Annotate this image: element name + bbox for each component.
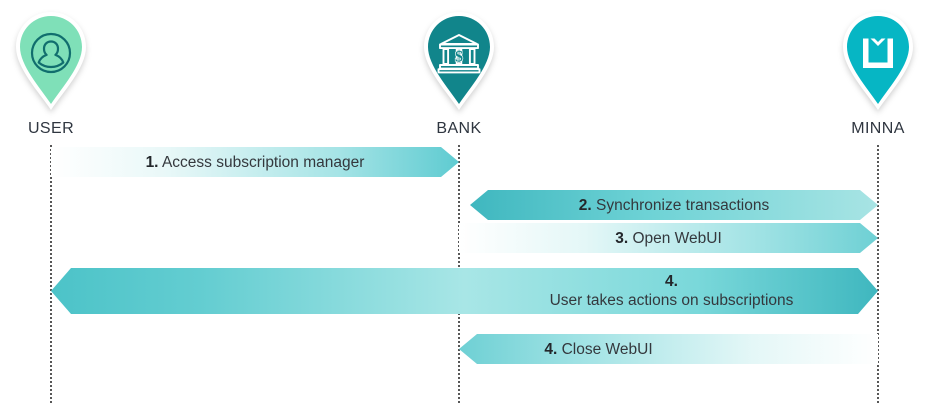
bank-icon: $ xyxy=(417,16,501,90)
pin-shape-bank xyxy=(424,12,494,110)
message-body-2: Synchronize transactions xyxy=(596,196,770,214)
arrow-shape-right xyxy=(51,147,459,177)
message-number-1: 1. xyxy=(145,153,159,171)
pin-shape-user xyxy=(16,12,86,110)
message-number-5: 4. xyxy=(544,340,558,358)
lifeline-user xyxy=(50,145,52,403)
pin-user xyxy=(9,10,93,114)
pin-shape-minna xyxy=(843,12,913,110)
crown-icon xyxy=(836,16,920,90)
pin-minna xyxy=(836,10,920,114)
message-arrow-4[interactable]: 4. User takes actions on subscriptions xyxy=(51,268,878,314)
svg-text:$: $ xyxy=(455,49,463,66)
person-icon xyxy=(9,16,93,90)
actor-user[interactable]: USER xyxy=(0,10,121,138)
message-number-4: 4. xyxy=(665,273,678,290)
message-body-5: Close WebUI xyxy=(561,340,653,358)
message-label-4: 4. User takes actions on subscriptions xyxy=(540,272,804,310)
message-label-2: 2. Synchronize transactions xyxy=(569,196,779,215)
actor-minna[interactable]: MINNA xyxy=(808,10,930,138)
arrow-shape-right xyxy=(459,223,878,253)
message-label-1: 1. Access subscription manager xyxy=(136,153,375,172)
arrow-shape-bidirectional xyxy=(51,268,878,314)
message-body-4: User takes actions on subscriptions xyxy=(549,292,794,309)
message-arrow-5[interactable]: 4. Close WebUI xyxy=(459,334,878,364)
arrow-shape-bidirectional xyxy=(470,190,878,220)
message-body-3: Open WebUI xyxy=(632,229,722,247)
pin-bank: $ xyxy=(417,10,501,114)
message-label-3: 3. Open WebUI xyxy=(605,229,732,248)
message-body-1: Access subscription manager xyxy=(161,153,365,171)
actor-bank[interactable]: $ BANK xyxy=(389,10,529,138)
actor-label-minna: MINNA xyxy=(851,120,905,137)
message-number-3: 3. xyxy=(615,229,629,247)
message-arrow-3[interactable]: 3. Open WebUI xyxy=(459,223,878,253)
actor-label-bank: BANK xyxy=(436,120,482,137)
lifeline-minna xyxy=(877,145,879,403)
arrow-shape-left xyxy=(459,334,878,364)
message-arrow-2[interactable]: 2. Synchronize transactions xyxy=(470,190,878,220)
message-label-5: 4. Close WebUI xyxy=(534,340,662,359)
message-arrow-1[interactable]: 1. Access subscription manager xyxy=(51,147,459,177)
message-number-2: 2. xyxy=(578,196,592,214)
actor-label-user: USER xyxy=(27,120,75,137)
